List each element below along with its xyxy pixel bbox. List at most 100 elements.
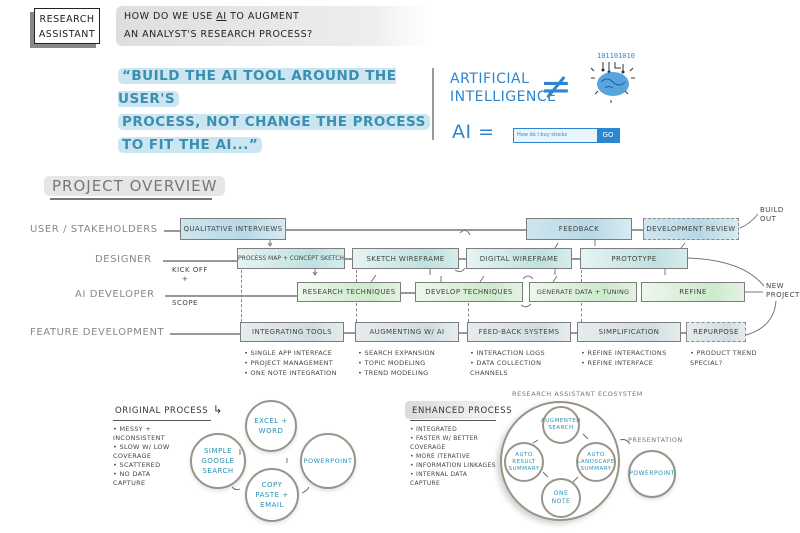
arrow-down (312, 269, 318, 276)
bullet-item: • Integrated (410, 426, 458, 433)
enhanced-process-title: Enhanced Process (412, 406, 513, 416)
badge-line-1: Research (39, 14, 95, 25)
search-box-illustration: How do I buy stocks GO (513, 128, 620, 143)
bullet-item: • One note integration (244, 369, 337, 377)
bullet-item: • Scattered (113, 461, 161, 469)
curl-arrow (520, 303, 532, 308)
build-out-note: Build out (760, 206, 784, 224)
task-process-map: Process map + concept sketch (237, 248, 345, 269)
circle-augmented-search: Augmented Search (541, 406, 580, 444)
task-augmenting-ai: Augmenting w/ AI (355, 322, 459, 342)
circle-one-note: One note (541, 478, 581, 518)
lane-label-ai-developer: AI Developer (75, 289, 155, 300)
quote-line-1: “Build the AI tool around the user's (118, 68, 397, 107)
curl-arrow (522, 275, 534, 280)
task-prototype: Prototype (580, 248, 688, 269)
curl-arrow (459, 229, 471, 236)
new-project-line-2: project (766, 291, 800, 299)
circle-auto-result-summary: Auto result summary (504, 442, 544, 482)
bullet-item: • Information linkages (410, 462, 496, 469)
bullet-item: • Search expansion (358, 349, 436, 357)
bullet-item: • Refine interactions (581, 349, 667, 357)
new-project-line-1: New (766, 282, 785, 290)
bullets-simplification: • Refine interactions • Refine interface (581, 348, 683, 368)
arrow-icon: ↳ (213, 403, 223, 416)
bullet-item: • Interaction logs (470, 349, 545, 357)
lane-line-feature (170, 333, 240, 335)
guiding-question: How do we use AI to augment an analyst's… (116, 6, 431, 46)
bullet-item: • Messy + inconsistent (113, 425, 165, 442)
enhanced-process-bullets: • Integrated • Faster w/ better coverage… (410, 425, 496, 488)
task-refine: Refine (641, 282, 745, 302)
bullet-item: • No data capture (113, 470, 151, 487)
lane-label-designer: Designer (95, 254, 152, 265)
new-project-note: New project (766, 282, 800, 300)
lane-line-designer (163, 260, 237, 262)
search-query-text: How do I buy stocks (517, 132, 568, 138)
brain-icon: 101101010 (583, 48, 643, 108)
lane-label-feature-development: Feature Development (30, 327, 165, 338)
ai-def-line-2: Intelligence (450, 89, 557, 105)
bullet-item: • Trend modeling (358, 369, 429, 377)
connector (345, 258, 352, 260)
circle-copy-paste-email: Copy paste + email (245, 468, 299, 522)
phase-guide-3 (468, 303, 469, 322)
circle-presentation-powerpoint: PowerPoint (628, 450, 676, 498)
bullet-item: • Faster w/ better coverage (410, 435, 479, 451)
circle-simple-google-search: Simple Google Search (190, 433, 246, 489)
kickoff-note: Kick off + (172, 266, 208, 284)
connector (571, 332, 577, 334)
question-pre: How do we use (124, 11, 217, 22)
bullet-item: • Topic modeling (358, 359, 426, 367)
badge-line-2: Assistant (38, 29, 96, 40)
connector (401, 292, 415, 294)
original-process-title: Original Process (115, 406, 209, 416)
bullets-feedback-systems: • Interaction logs • Data collection cha… (470, 348, 576, 378)
phase-guide-1 (241, 270, 242, 322)
task-development-review: Development Review (643, 218, 739, 240)
circle-auto-landscape-summary: Auto landscape summary (576, 442, 616, 482)
quote-line-2: process, not change the process (118, 114, 430, 130)
task-generate-data: Generate data + tuning (529, 282, 637, 302)
connector (344, 332, 355, 334)
ai-definition-label: Artificial Intelligence (450, 70, 557, 106)
connector (632, 229, 643, 231)
phase-guide-2b (356, 303, 357, 322)
kickoff-line-1: Kick off (172, 266, 208, 274)
lane-line-stakeholders-start (164, 230, 180, 232)
bullets-repurpose: • Product trend special? (690, 348, 760, 368)
connector (681, 332, 686, 334)
kickoff-scope: Scope (172, 299, 198, 307)
task-sketch-wireframe: Sketch wireframe (352, 248, 459, 269)
arrow-down (267, 240, 273, 247)
phase-guide-4b (581, 303, 582, 322)
bullets-augmenting: • Search expansion • Topic modeling • Tr… (358, 348, 464, 378)
repurpose-to-new-project-curve (745, 300, 777, 336)
task-research-techniques: Research techniques (297, 282, 401, 302)
build-out-line-1: Build (760, 206, 784, 214)
question-line-1: How do we use AI to augment (124, 8, 423, 26)
design-principle-quote: “Build the AI tool around the user's pro… (118, 65, 438, 157)
go-button: GO (597, 129, 619, 142)
bullet-item: • Data collection channels (470, 359, 542, 377)
bullet-item: • Product trend special? (690, 349, 757, 367)
circle-powerpoint: PowerPoint (300, 433, 356, 489)
ai-underlined: AI (216, 11, 227, 22)
arrow-curve (231, 486, 241, 491)
phase-guide-2a (356, 270, 357, 282)
bullet-item: • Slow w/ low coverage (113, 443, 170, 460)
task-repurpose: Repurpose (686, 322, 746, 342)
lane-line-stakeholders (286, 229, 526, 231)
connector (459, 332, 467, 334)
section-divider (432, 68, 434, 140)
original-process-bullets: • Messy + inconsistent • Slow w/ low cov… (113, 425, 185, 488)
lane-line-developer (165, 295, 297, 297)
lane-label-stakeholders: User / Stakeholders (30, 224, 158, 235)
title-highlight (405, 401, 497, 419)
bullet-item: • Refine interface (581, 359, 654, 367)
title-underline (113, 420, 211, 422)
not-equal-sign: ≠ (540, 64, 572, 108)
question-line-2: an analyst's research process? (124, 29, 313, 40)
task-digital-wireframe: Digital wireframe (466, 248, 572, 269)
task-integrating-tools: Integrating tools (240, 322, 344, 342)
